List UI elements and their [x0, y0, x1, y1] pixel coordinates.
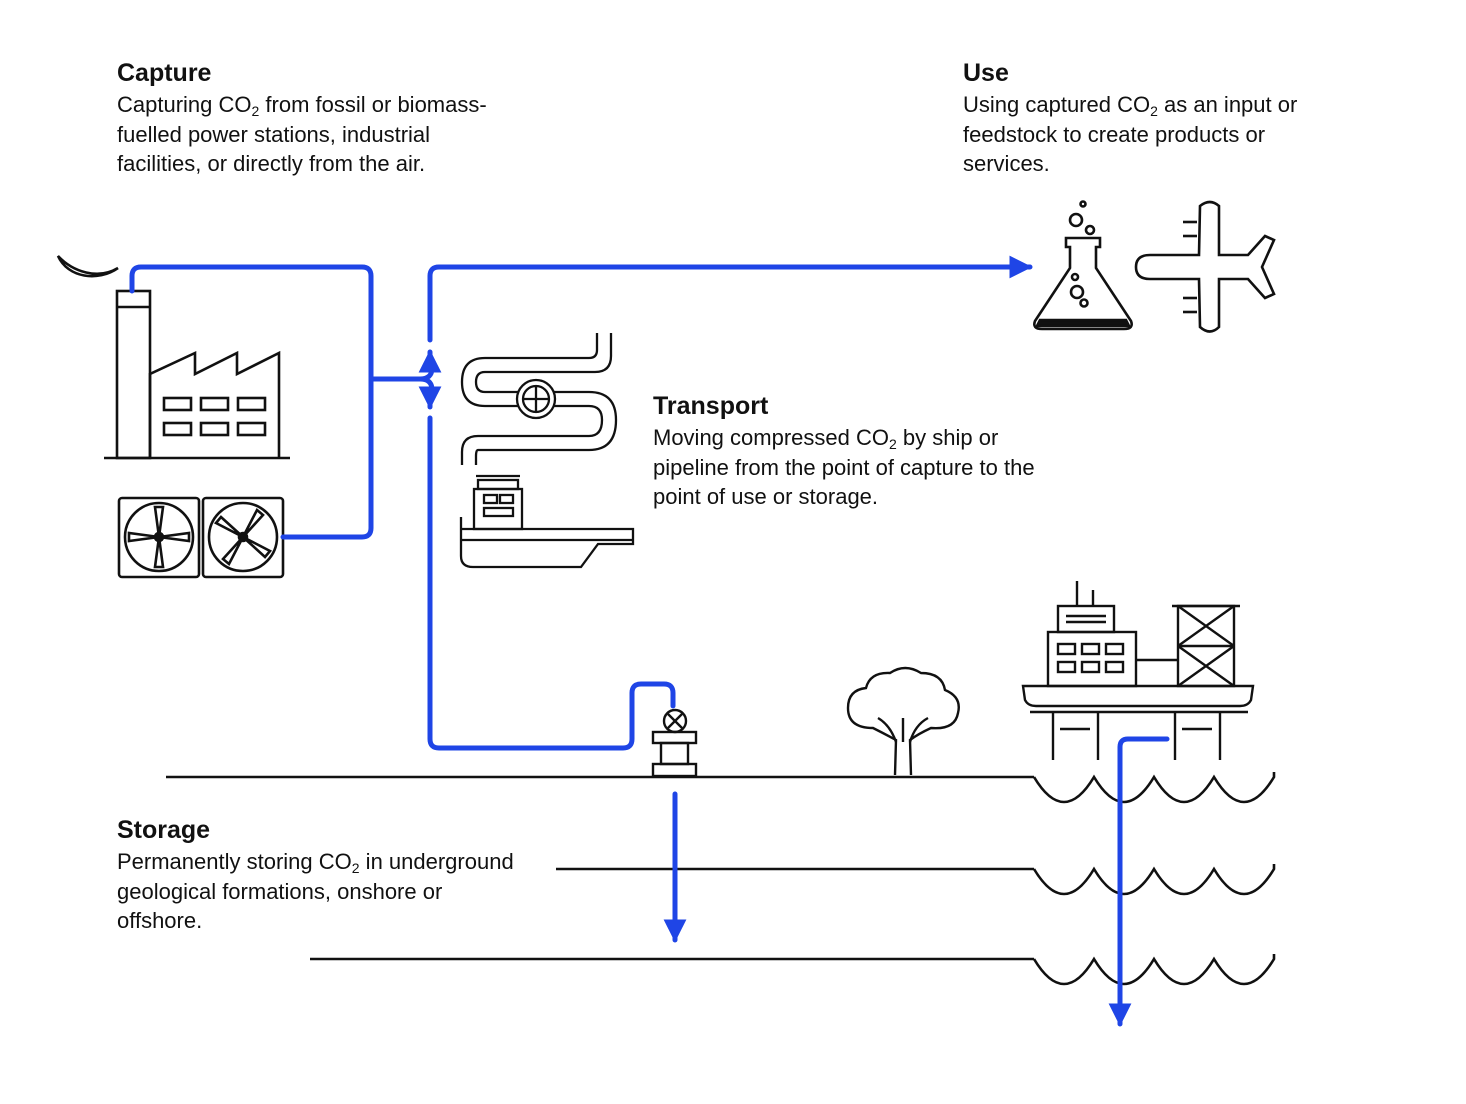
tree-icon	[846, 666, 960, 776]
use-flow-arrow	[427, 255, 1033, 343]
storage-flow-line	[427, 415, 676, 751]
storage-description: Permanently storing CO2 in underground g…	[117, 849, 514, 933]
transport-title: Transport	[653, 392, 769, 420]
ground-lines	[166, 772, 1276, 986]
injection-wellhead-icon	[651, 708, 698, 778]
offshore-platform-icon	[1021, 581, 1255, 760]
pipeline-icon	[460, 333, 618, 465]
storage-title: Storage	[117, 816, 211, 844]
capture-flow-line	[129, 264, 374, 540]
flow-lines	[129, 255, 1170, 1027]
capture-title: Capture	[117, 59, 212, 87]
capture-block: Capture Capturing CO2 from fossil or bio…	[117, 58, 517, 179]
storage-block: Storage Permanently storing CO2 in under…	[117, 815, 517, 936]
factory-icon	[56, 255, 290, 460]
ship-icon	[459, 474, 635, 569]
use-title: Use	[963, 59, 1009, 87]
offshore-injection-arrow	[1108, 736, 1170, 1027]
use-block: Use Using captured CO2 as an input or fe…	[963, 58, 1323, 179]
airplane-icon	[1134, 200, 1276, 333]
transport-description: Moving compressed CO2 by ship or pipelin…	[653, 425, 1035, 509]
transport-block: Transport Moving compressed CO2 by ship …	[653, 391, 1053, 512]
capture-description: Capturing CO2 from fossil or biomass-fue…	[117, 92, 487, 176]
fan-icon	[117, 496, 285, 579]
flask-icon	[1033, 200, 1133, 331]
use-description: Using captured CO2 as an input or feedst…	[963, 92, 1298, 176]
